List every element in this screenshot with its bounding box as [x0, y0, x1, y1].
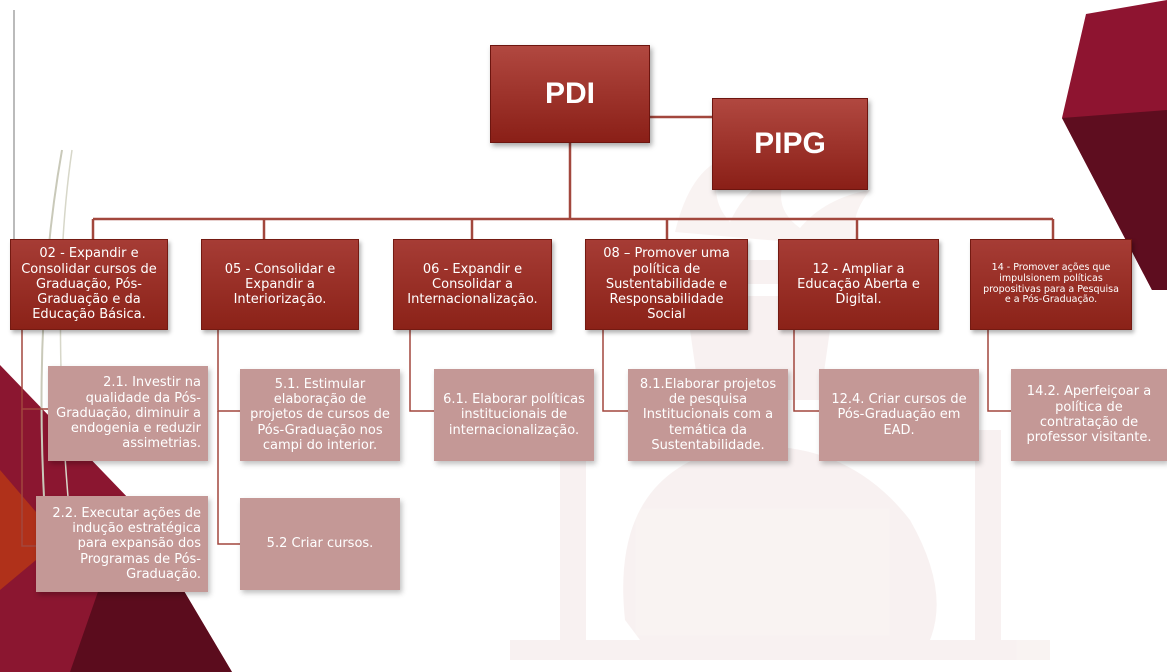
action-box-2-2: 2.2. Executar ações de indução estratégi…	[36, 496, 208, 592]
goal-box-08: 08 – Promover uma política de Sustentabi…	[585, 239, 748, 330]
pipg-box: PIPG	[712, 98, 868, 190]
goal-6-action-1-connector	[987, 330, 1011, 412]
action-box-8-1: 8.1.Elaborar projetos de pesquisa Instit…	[628, 369, 788, 461]
action-box-14-2: 14.2. Aperfeiçoar a política de contrata…	[1011, 369, 1167, 461]
corner-accent-orange	[0, 470, 60, 590]
goal-box-14: 14 - Promover ações que impulsionem polí…	[970, 239, 1132, 330]
goal-2-action-1-connector	[217, 330, 240, 412]
goal-label: 05 - Consolidar e Expandir a Interioriza…	[224, 261, 336, 308]
action-label: 2.2. Executar ações de indução estratégi…	[52, 505, 201, 582]
goal-2-action-2-connector	[217, 411, 240, 545]
goal-label: 08 – Promover uma política de Sustentabi…	[603, 246, 730, 323]
goal-label: 14 - Promover ações que impulsionem polí…	[983, 262, 1119, 306]
pipg-label: PIPG	[754, 127, 826, 161]
action-label: 8.1.Elaborar projetos de pesquisa Instit…	[639, 376, 777, 453]
goal-box-05: 05 - Consolidar e Expandir a Interioriza…	[201, 239, 359, 330]
action-label: 6.1. Elaborar políticas institucionais d…	[443, 392, 585, 438]
action-label: 14.2. Aperfeiçoar a política de contrata…	[1026, 384, 1152, 446]
action-box-5-1: 5.1. Estimular elaboração de projetos de…	[240, 369, 400, 461]
action-box-5-2: 5.2 Criar cursos.	[240, 498, 400, 590]
goal-box-12: 12 - Ampliar a Educação Aberta e Digital…	[778, 239, 939, 330]
action-box-6-1: 6.1. Elaborar políticas institucionais d…	[434, 369, 594, 461]
goal-box-02: 02 - Expandir e Consolidar cursos de Gra…	[10, 239, 168, 330]
action-box-12-4: 12.4. Criar cursos de Pós-Graduação em E…	[819, 369, 979, 461]
goal-4-action-1-connector	[602, 330, 628, 412]
goal-label: 02 - Expandir e Consolidar cursos de Gra…	[21, 246, 157, 323]
goal-1-action-2-connector	[21, 409, 36, 547]
action-label: 2.1. Investir na qualidade da Pós-Gradua…	[56, 375, 201, 452]
goal-3-action-1-connector	[409, 330, 434, 412]
corner-ribbon-top-right-shadow	[1062, 110, 1167, 290]
goal-label: 12 - Ampliar a Educação Aberta e Digital…	[797, 261, 920, 308]
action-label: 12.4. Criar cursos de Pós-Graduação em E…	[831, 392, 967, 438]
pdi-label: PDI	[544, 77, 595, 111]
action-label: 5.1. Estimular elaboração de projetos de…	[250, 376, 390, 453]
action-box-2-1: 2.1. Investir na qualidade da Pós-Gradua…	[48, 366, 208, 461]
goal-label: 06 - Expandir e Consolidar a Internacion…	[407, 261, 538, 308]
goal-5-action-1-connector	[793, 330, 819, 412]
goal-1-action-1-connector	[21, 330, 48, 410]
action-label: 5.2 Criar cursos.	[266, 536, 374, 552]
goal-box-06: 06 - Expandir e Consolidar a Internacion…	[393, 239, 552, 330]
pdi-box: PDI	[490, 45, 650, 143]
